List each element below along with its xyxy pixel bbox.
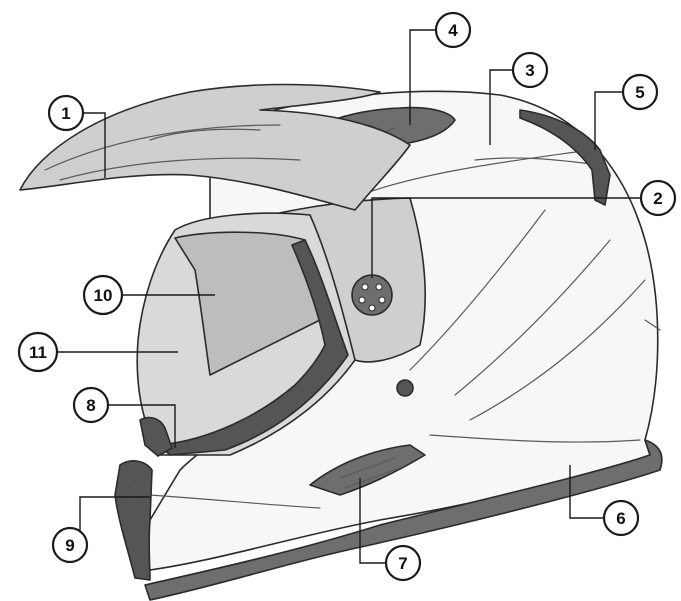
callout-4: 4 — [434, 11, 472, 49]
leader-line-9 — [79, 496, 150, 543]
chin-guard-detail — [127, 479, 141, 506]
pivot-screw — [361, 283, 369, 291]
eye-port-gasket — [159, 239, 349, 456]
callout-7: 7 — [384, 544, 422, 582]
callout-label: 9 — [65, 536, 74, 555]
callout-label: 2 — [653, 189, 662, 208]
callout-label: 1 — [61, 104, 70, 123]
chin-vent-slot — [344, 467, 401, 489]
side-button — [396, 379, 414, 397]
callout-label: 5 — [635, 83, 644, 102]
callout-label: 3 — [525, 61, 534, 80]
helmet-neck-trim — [144, 439, 663, 601]
chin-guard — [114, 460, 153, 581]
shell-crease — [359, 149, 591, 196]
callout-label: 4 — [448, 21, 458, 40]
callout-label: 10 — [94, 286, 113, 305]
visor-ridge — [44, 124, 281, 171]
helmet-illustration — [19, 83, 663, 601]
callout-label: 6 — [616, 509, 625, 528]
callout-1: 1 — [47, 94, 85, 132]
shell-crease — [429, 434, 641, 443]
visor-ridge — [149, 128, 261, 141]
shell-crease — [644, 319, 661, 331]
callout-label: 7 — [398, 554, 407, 573]
callout-5: 5 — [621, 73, 659, 111]
shield-tab — [139, 416, 173, 457]
shell-crease — [454, 239, 611, 396]
leader-line-8 — [108, 404, 176, 448]
callouts: 1 2 3 4 5 6 7 8 — [17, 11, 677, 582]
callout-8: 8 — [72, 386, 110, 424]
leader-line-4 — [409, 29, 436, 125]
leader-line-3 — [489, 69, 513, 145]
pivot-screw — [368, 304, 376, 312]
rear-exhaust-vent — [519, 109, 611, 206]
visor — [19, 83, 411, 211]
pivot-screw — [375, 283, 383, 291]
leader-line-7 — [359, 478, 386, 564]
shell-crease — [149, 494, 321, 509]
leader-line-6 — [569, 465, 604, 519]
callout-label: 11 — [29, 343, 47, 362]
shell-crease — [469, 279, 646, 421]
callout-11: 11 — [17, 331, 59, 373]
leader-line-2 — [371, 197, 642, 278]
callout-2: 2 — [639, 179, 677, 217]
pivot-screw — [378, 296, 386, 304]
callout-label: 8 — [86, 396, 95, 415]
callout-3: 3 — [511, 51, 549, 89]
chin-vent — [309, 444, 426, 496]
callout-6: 6 — [602, 499, 640, 537]
leader-lines — [57, 29, 642, 564]
shell-crease — [409, 209, 546, 371]
leader-line-5 — [594, 91, 623, 150]
leader-line-1 — [82, 112, 106, 178]
pivot-screw — [358, 296, 366, 304]
callout-9: 9 — [51, 526, 89, 564]
callout-10: 10 — [82, 274, 124, 316]
chin-vent-slot — [339, 457, 396, 479]
visor-ridge — [59, 157, 301, 181]
